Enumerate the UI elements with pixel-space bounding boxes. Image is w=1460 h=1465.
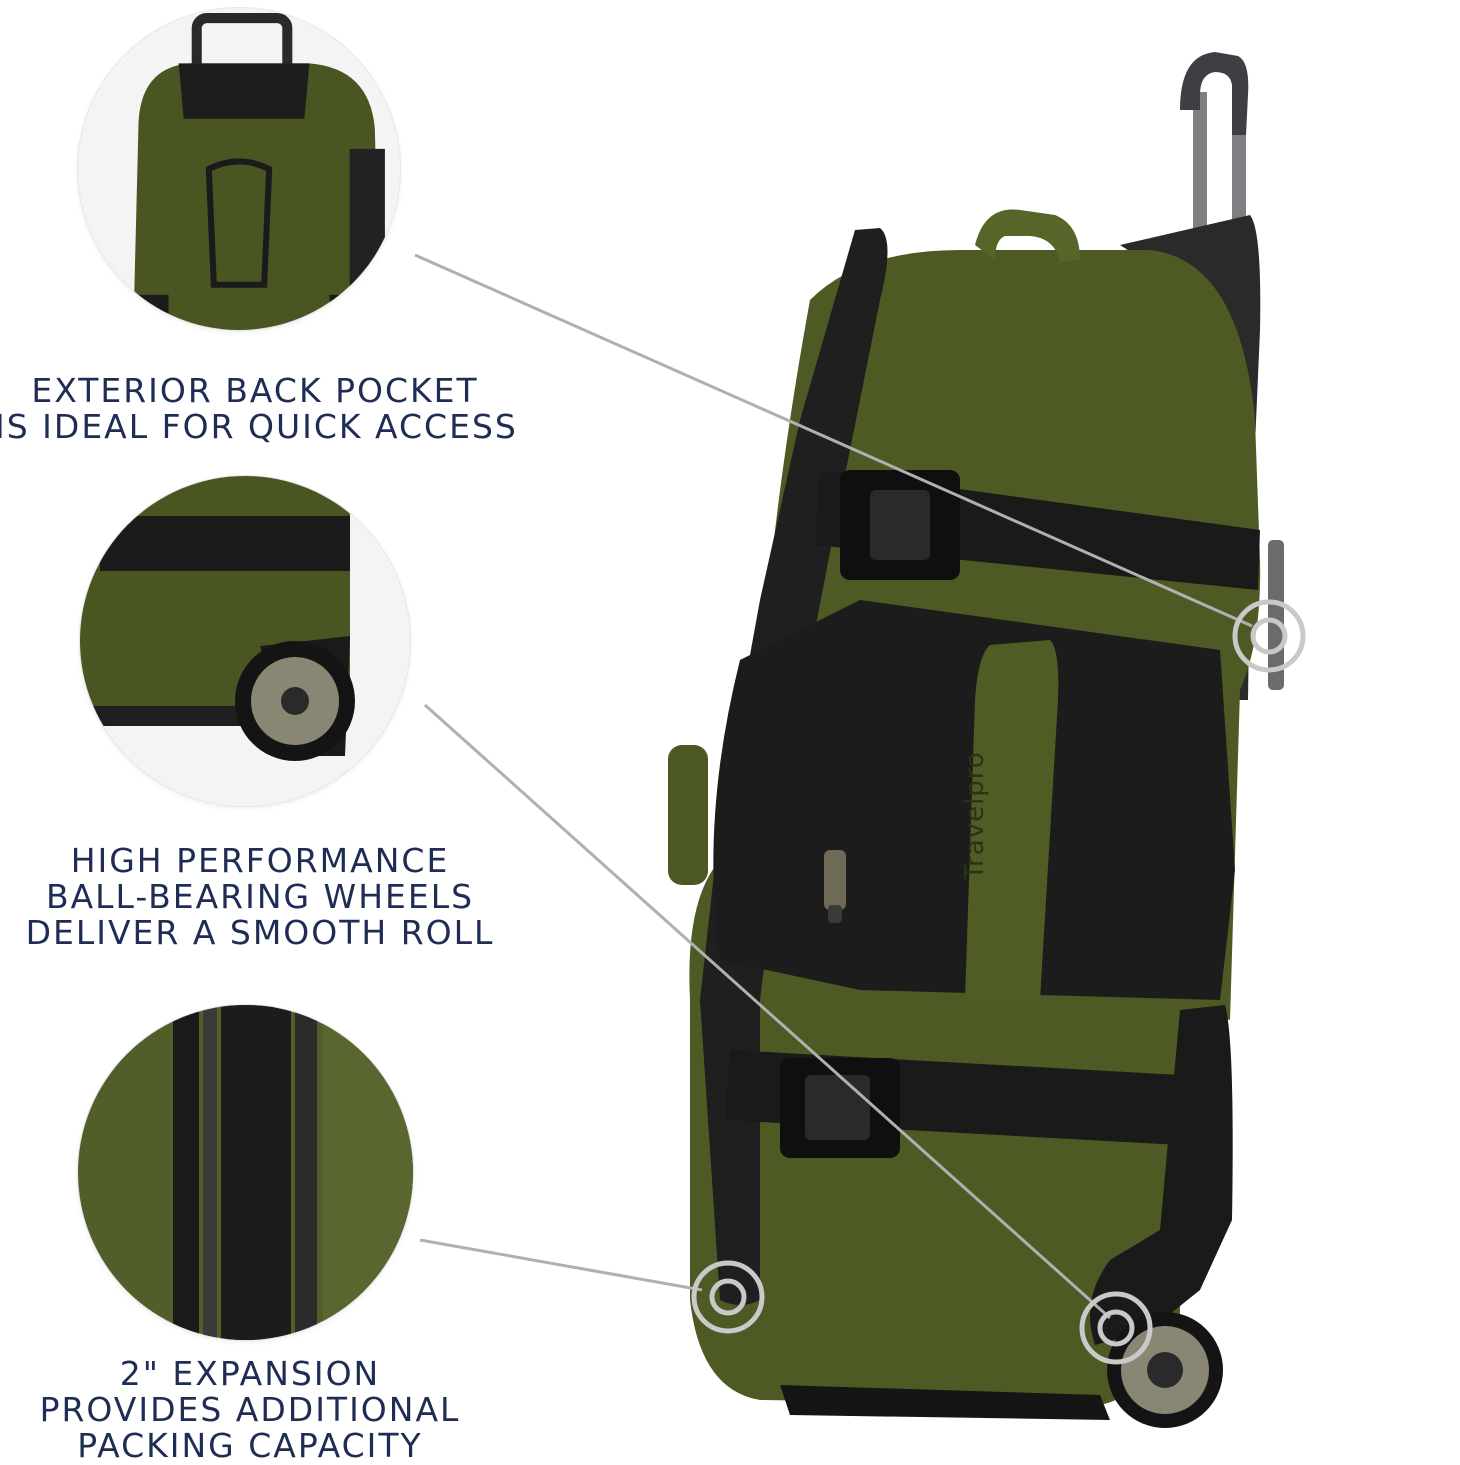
back-pocket-detail-image <box>78 8 400 330</box>
caption-expansion: 2" EXPANSION PROVIDES ADDITIONAL PACKING… <box>0 1356 510 1464</box>
side-carry-handle <box>668 745 708 885</box>
bottom-rail <box>780 1385 1110 1420</box>
caption-line: PROVIDES ADDITIONAL <box>39 1390 461 1429</box>
callout-lines <box>414 253 1253 1320</box>
ring-target-icon <box>1079 1291 1153 1365</box>
expansion-band <box>700 228 888 1305</box>
caption-back-pocket: EXTERIOR BACK POCKET IS IDEAL FOR QUICK … <box>0 371 518 446</box>
caption-line: 2" EXPANSION <box>119 1354 381 1393</box>
expansion-detail-image <box>78 1005 413 1340</box>
wheel-housing <box>1090 1005 1233 1345</box>
brand-logo-text: Travelpro <box>960 751 990 880</box>
pocket-handle-strap <box>965 640 1059 1000</box>
caption-wheels: HIGH PERFORMANCE BALL-BEARING WHEELS DEL… <box>0 843 520 951</box>
wheel <box>1107 1312 1223 1428</box>
caption-line: IS IDEAL FOR QUICK ACCESS <box>0 407 518 446</box>
top-grab-handle <box>975 209 1080 262</box>
wheel-detail-image <box>80 476 410 806</box>
ring-target-icon <box>1232 599 1306 673</box>
caption-line: DELIVER A SMOOTH ROLL <box>25 913 495 952</box>
detail-circle-wheels <box>80 476 410 806</box>
caption-line: PACKING CAPACITY <box>77 1426 423 1465</box>
detail-circle-back-pocket <box>78 8 400 330</box>
ring-target-icon <box>691 1260 765 1334</box>
zipper-pulls <box>824 540 1284 923</box>
detail-circle-expansion <box>78 1005 413 1340</box>
caption-line: BALL-BEARING WHEELS <box>45 877 475 916</box>
caption-line: EXTERIOR BACK POCKET <box>31 371 479 410</box>
caption-line: HIGH PERFORMANCE <box>70 841 450 880</box>
